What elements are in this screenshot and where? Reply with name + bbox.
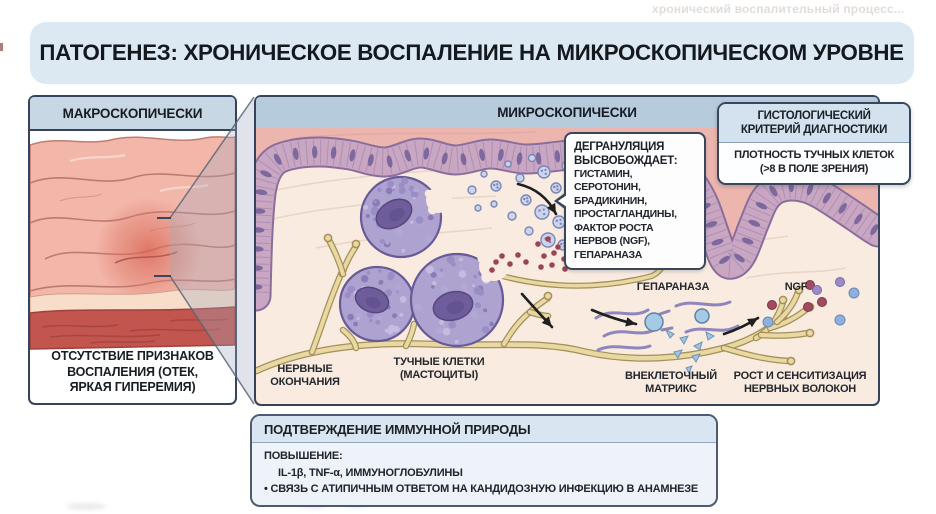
histology-box-body: ПЛОТНОСТЬ ТУЧНЫХ КЛЕТОК (>8 В ПОЛЕ ЗРЕНИ… (734, 149, 894, 176)
histology-criterion-box: ГИСТОЛОГИЧЕСКИЙ КРИТЕРИЙ ДИАГНОСТИКИ ПЛО… (717, 102, 911, 186)
degranulation-callout: ДЕГРАНУЛЯЦИЯ ВЫСВОБОЖДАЕТ: ГИСТАМИН, СЕР… (554, 132, 706, 271)
tissue-illustration (29, 135, 236, 350)
ecm-heparanase (594, 300, 740, 375)
background-watermark-text: хронический воспалительный процесс... (652, 2, 905, 16)
immune-box-body: ПОВЫШЕНИЕ: IL-1β, TNF-α, ИММУНОГЛОБУЛИНЫ… (252, 443, 716, 505)
histology-box-title: ГИСТОЛОГИЧЕСКИЙ КРИТЕРИЙ ДИАГНОСТИКИ (719, 104, 909, 144)
immune-line-bullet: • СВЯЗЬ С АТИПИЧНЫМ ОТВЕТОМ НА КАНДИДОЗН… (264, 483, 699, 495)
watermark-smudge (66, 503, 106, 510)
macroscopic-panel: МАКРОСКОПИЧЕСКИ ОТСУТСТВИЕ ПРИЗНАКОВ ВОС… (28, 95, 237, 405)
label-extracellular-matrix: ВНЕКЛЕТОЧНЫЙ МАТРИКС (625, 370, 717, 396)
immune-line-increase: ПОВЫШЕНИЕ: (264, 450, 343, 462)
label-mast-cells: ТУЧНЫЕ КЛЕТКИ (МАСТОЦИТЫ) (393, 356, 485, 382)
immune-confirmation-box: ПОДТВЕРЖДЕНИЕ ИММУННОЙ ПРИРОДЫ ПОВЫШЕНИЕ… (250, 414, 718, 507)
heparanase-enzyme (694, 308, 710, 324)
slide-title-bar: ПАТОГЕНЕЗ: ХРОНИЧЕСКОЕ ВОСПАЛЕНИЕ НА МИК… (30, 22, 914, 84)
macroscopic-panel-header: МАКРОСКОПИЧЕСКИ (30, 97, 235, 131)
nerve-fibers (256, 233, 815, 375)
ngf-molecules (762, 277, 860, 328)
macroscopic-caption: ОТСУТСТВИЕ ПРИЗНАКОВ ВОСПАЛЕНИЯ (ОТЕК, Я… (51, 349, 214, 395)
label-nerve-growth: РОСТ И СЕНСИТИЗАЦИЯ НЕРВНЫХ ВОЛОКОН (733, 370, 867, 396)
immune-line-markers: IL-1β, TNF-α, ИММУНОГЛОБУЛИНЫ (278, 466, 463, 479)
microscopic-header-label: МИКРОСКОПИЧЕСКИ (497, 105, 637, 120)
heparanase-enzyme (644, 312, 664, 332)
tissue-layers (29, 135, 236, 350)
label-nerve-endings: НЕРВНЫЕ ОКОНЧАНИЯ (270, 363, 340, 389)
immune-box-header: ПОДТВЕРЖДЕНИЕ ИММУННОЙ ПРИРОДЫ (252, 416, 716, 443)
process-arrows (516, 182, 760, 336)
macroscopic-header-label: МАКРОСКОПИЧЕСКИ (62, 105, 203, 121)
callout-title: ДЕГРАНУЛЯЦИЯ ВЫСВОБОЖДАЕТ: (574, 141, 678, 168)
callout-items: ГИСТАМИН, СЕРОТОНИН, БРАДИКИНИН, ПРОСТАГ… (574, 168, 677, 261)
label-heparanase: ГЕПАРАНАЗА (636, 281, 710, 293)
inflamed-spot (94, 197, 202, 305)
page-title: ПАТОГЕНЕЗ: ХРОНИЧЕСКОЕ ВОСПАЛЕНИЕ НА МИК… (39, 40, 905, 65)
label-ngf: NGF (784, 281, 808, 293)
cropped-edge-artifact (0, 43, 3, 51)
mast-cells (338, 175, 509, 348)
